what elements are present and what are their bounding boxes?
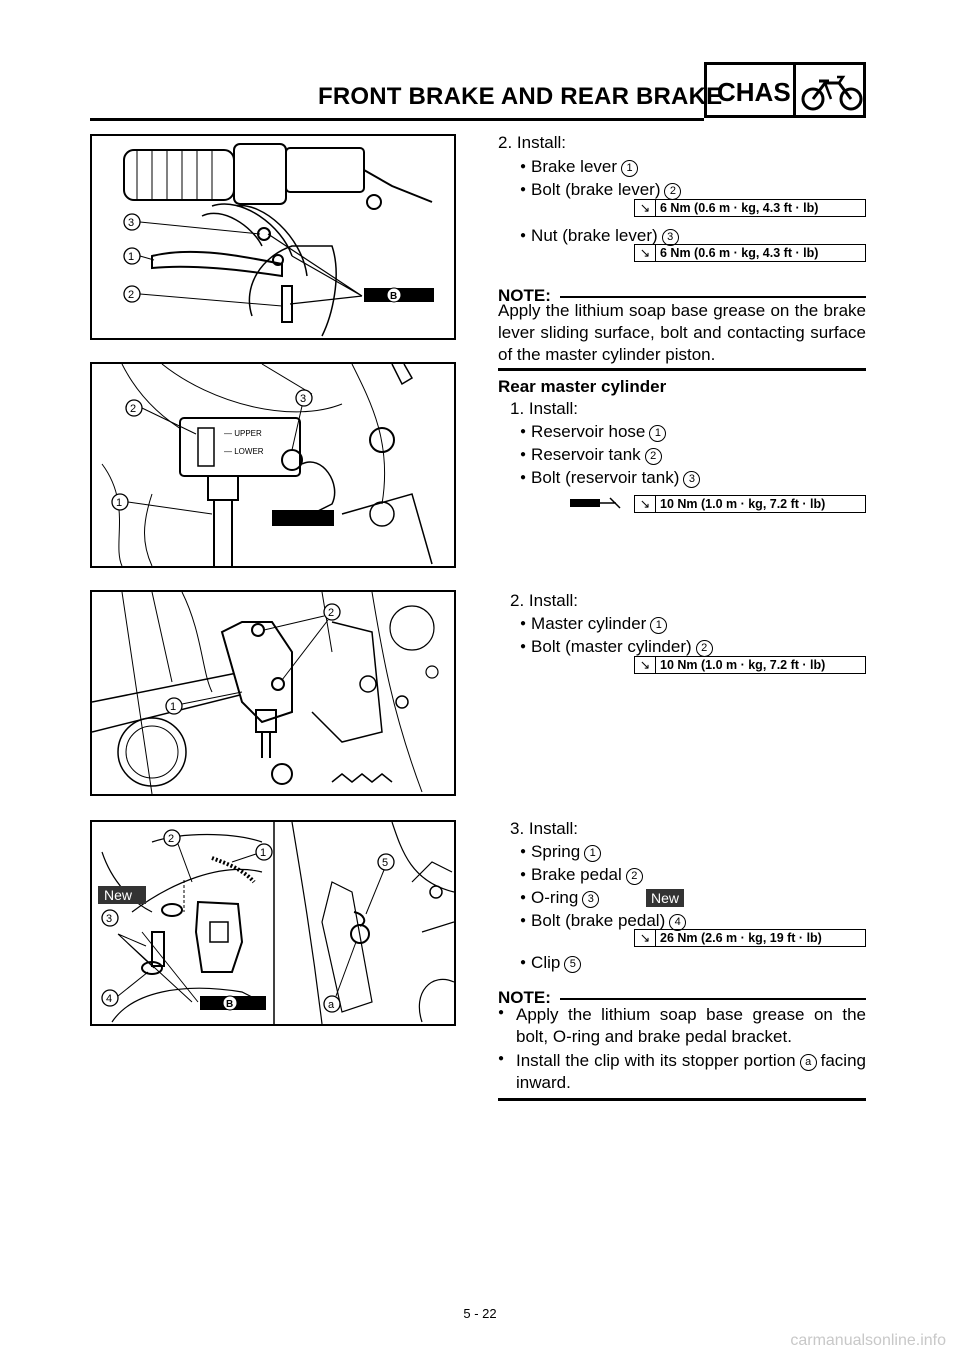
rear-heading: Rear master cylinder — [498, 377, 667, 396]
chas-badge: CHAS — [704, 62, 866, 118]
watermark: carmanualsonline.info — [790, 1332, 946, 1349]
note-end-rule — [498, 1098, 866, 1101]
torque-wrench-icon: ↘ — [635, 496, 656, 512]
fig4-callout-2: 2 — [168, 833, 174, 845]
grease-mark: B — [226, 999, 233, 1010]
figure-reservoir-tank: — UPPER — LOWER 2 3 1 — [90, 362, 456, 568]
torque-spec: ↘10 Nm (1.0 m · kg, 7.2 ft · lb) — [634, 656, 866, 674]
fig1-callout-1: 1 — [128, 251, 134, 263]
torque-wrench-icon: ↘ — [635, 930, 656, 946]
list-item: Nut (brake lever)3 — [520, 225, 679, 250]
torque-spec: ↘10 Nm (1.0 m · kg, 7.2 ft · lb) — [634, 495, 866, 513]
figure-brake-lever: B 3 1 2 — [90, 134, 456, 340]
list-item: Bolt (brake pedal)4 — [520, 910, 687, 935]
note-label: NOTE: — [498, 988, 551, 1007]
fig4-callout-5: 5 — [382, 857, 388, 869]
fig4-callout-3: 3 — [106, 913, 112, 925]
motorcycle-icon — [801, 71, 863, 116]
page-number: 5 - 22 — [463, 1306, 497, 1321]
locking-agent-icon — [568, 495, 624, 518]
note-end-rule — [498, 368, 866, 371]
new-badge-fig: New — [104, 887, 133, 903]
figure-brake-pedal: B New 2 1 3 4 5 a — [90, 820, 456, 1026]
section-title: FRONT BRAKE AND REAR BRAKE — [318, 83, 723, 110]
fig1-callout-2: 2 — [128, 289, 134, 301]
list-item: Bolt (reservoir tank)3 — [520, 467, 701, 492]
chas-divider — [793, 65, 796, 115]
note-label: NOTE: — [498, 286, 551, 305]
header-rule — [90, 118, 704, 121]
fig3-callout-2: 2 — [328, 607, 334, 619]
new-badge: New — [646, 889, 685, 907]
note-item: ●Apply the lithium soap base grease on t… — [498, 1005, 866, 1046]
fig4-callout-4: 4 — [106, 993, 112, 1005]
svg-text:— UPPER: — UPPER — [224, 429, 262, 438]
torque-spec: ↘26 Nm (2.6 m · kg, 19 ft · lb) — [634, 929, 866, 947]
figure-master-cylinder: 2 1 — [90, 590, 456, 796]
fig2-callout-3: 3 — [300, 393, 306, 405]
note-rule — [560, 296, 866, 298]
torque-wrench-icon: ↘ — [635, 657, 656, 673]
note-item: ●Install the clip with its stopper porti… — [498, 1051, 866, 1092]
svg-text:— LOWER: — LOWER — [224, 447, 264, 456]
label-lower: LOWER — [234, 447, 264, 456]
fig4-callout-1: 1 — [260, 847, 266, 859]
torque-wrench-icon: ↘ — [635, 245, 656, 261]
step1-heading: 2. Install: — [498, 133, 567, 152]
torque-spec: ↘6 Nm (0.6 m · kg, 4.3 ft · lb) — [634, 244, 866, 262]
fig2-callout-2: 2 — [130, 403, 136, 415]
torque-wrench-icon: ↘ — [635, 200, 656, 216]
chas-label: CHAS — [717, 77, 791, 107]
fig2-callout-1: 1 — [116, 497, 122, 509]
label-upper: UPPER — [234, 429, 262, 438]
step3-heading: 3. Install: — [510, 819, 579, 838]
fig4-callout-a: a — [328, 999, 335, 1011]
grease-mark: B — [390, 291, 397, 302]
fig3-callout-1: 1 — [170, 701, 176, 713]
torque-spec: ↘6 Nm (0.6 m · kg, 4.3 ft · lb) — [634, 199, 866, 217]
step2-heading: 2. Install: — [510, 591, 579, 610]
rear-step-heading: 1. Install: — [510, 399, 579, 418]
note-text: Apply the lithium soap base grease on th… — [498, 301, 866, 364]
note-rule — [560, 998, 866, 1000]
fig1-callout-3: 3 — [128, 217, 134, 229]
